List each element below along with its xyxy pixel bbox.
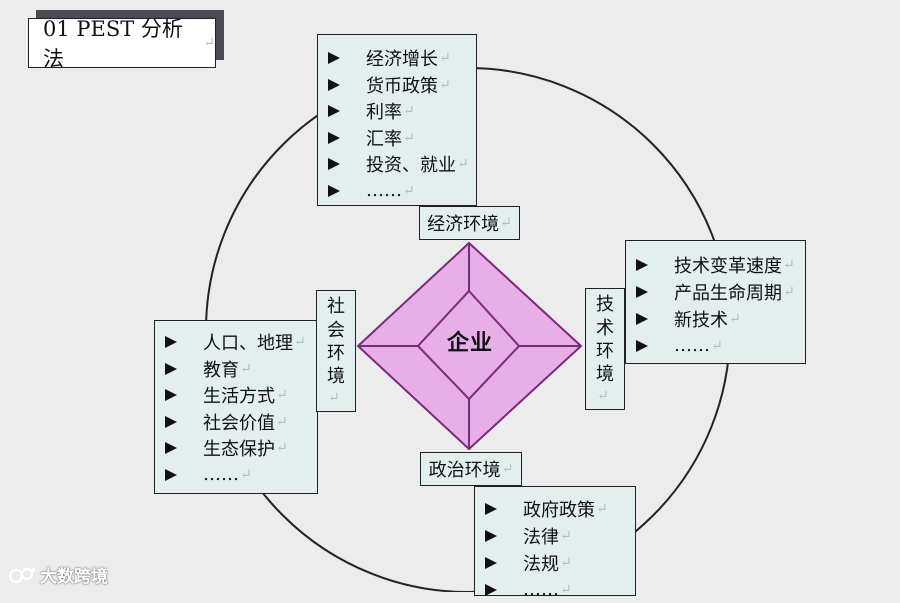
political-factors-box: 政府政策↵ 法律↵ 法规↵ ……↵ — [474, 486, 636, 600]
arrow-bullet-icon — [636, 258, 648, 271]
social-factors-box: 人口、地理↵ 教育↵ 生活方式↵ 社会价值↵ 生态保护↵ ……↵ — [154, 320, 318, 494]
arrow-bullet-icon — [328, 52, 340, 65]
watermark: 大数跨境 — [8, 562, 108, 587]
slide-title: 01 PEST 分析法 ↵ — [28, 17, 216, 71]
arrow-bullet-icon — [328, 184, 340, 197]
arrow-bullet-icon — [165, 389, 177, 402]
economic-environment-label: 经济环境↵ — [419, 206, 520, 240]
list-item: 产品生命周期↵ — [636, 278, 805, 305]
arrow-bullet-icon — [636, 312, 648, 325]
return-mark: ↵ — [203, 35, 215, 51]
arrow-bullet-icon — [485, 583, 497, 596]
economic-factors-box: 经济增长↵ 货币政策↵ 利率↵ 汇率↵ 投资、就业↵ ……↵ — [317, 34, 477, 206]
list-item: 生活方式↵ — [165, 382, 317, 409]
list-item: 政府政策↵ — [485, 495, 635, 522]
arrow-bullet-icon — [636, 285, 648, 298]
list-item: 汇率↵ — [328, 125, 476, 152]
arrow-bullet-icon — [328, 78, 340, 91]
arrow-bullet-icon — [485, 556, 497, 569]
watermark-logo-icon — [8, 567, 35, 583]
arrow-bullet-icon — [165, 336, 177, 349]
arrow-bullet-icon — [485, 529, 497, 542]
list-item: 法规↵ — [485, 549, 635, 576]
slide-title-text: 01 PEST 分析法 — [43, 17, 183, 71]
technology-factors-box: 技术变革速度↵ 产品生命周期↵ 新技术↵ ……↵ — [625, 240, 806, 364]
list-item: 技术变革速度↵ — [636, 251, 805, 278]
arrow-bullet-icon — [636, 339, 648, 352]
technology-environment-label: 技 术 环 境↵ — [585, 288, 625, 410]
list-item: 新技术↵ — [636, 305, 805, 332]
list-item: 教育↵ — [165, 356, 317, 383]
list-item: ……↵ — [636, 332, 805, 359]
political-environment-label: 政治环境↵ — [420, 452, 522, 486]
arrow-bullet-icon — [485, 502, 497, 515]
list-item: 人口、地理↵ — [165, 329, 317, 356]
enterprise-diamond — [356, 241, 583, 451]
arrow-bullet-icon — [165, 362, 177, 375]
arrow-bullet-icon — [165, 415, 177, 428]
list-item: 投资、就业↵ — [328, 151, 476, 178]
list-item: ……↵ — [328, 178, 476, 205]
list-item: 货币政策↵ — [328, 72, 476, 99]
enterprise-label: 企业 — [446, 330, 493, 356]
arrow-bullet-icon — [328, 158, 340, 171]
list-item: 法律↵ — [485, 522, 635, 549]
list-item: ……↵ — [165, 462, 317, 489]
watermark-text: 大数跨境 — [40, 567, 108, 587]
list-item: 利率↵ — [328, 98, 476, 125]
social-environment-label: 社 会 环 境↵ — [316, 290, 356, 412]
arrow-bullet-icon — [328, 131, 340, 144]
list-item: 生态保护↵ — [165, 435, 317, 462]
list-item: 社会价值↵ — [165, 409, 317, 436]
list-item: ……↵ — [485, 576, 635, 603]
arrow-bullet-icon — [165, 442, 177, 455]
arrow-bullet-icon — [165, 468, 177, 481]
list-item: 经济增长↵ — [328, 45, 476, 72]
arrow-bullet-icon — [328, 105, 340, 118]
